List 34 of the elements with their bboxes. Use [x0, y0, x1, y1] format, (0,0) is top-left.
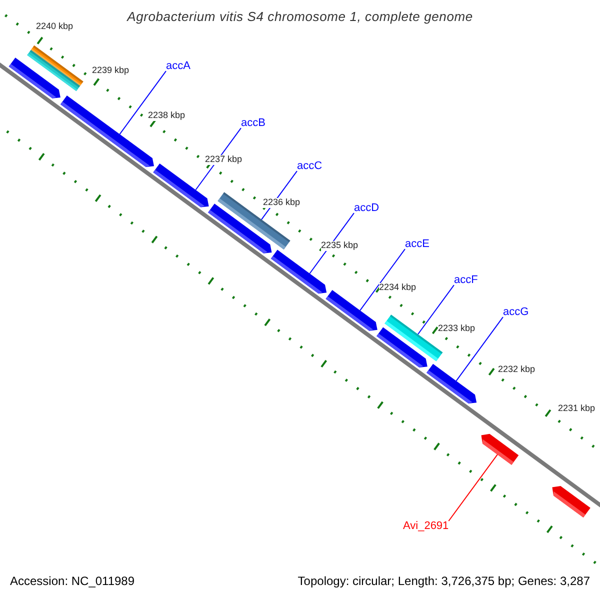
scale-label: 2234 kbp: [379, 283, 416, 293]
gene-label: accG: [503, 306, 529, 318]
feature-bar: [27, 50, 80, 92]
scale-label: 2238 kbp: [148, 111, 186, 121]
gene-label: accA: [166, 60, 190, 72]
scale-label: 2235 kbp: [321, 241, 358, 251]
scale-label: 2233 kbp: [438, 324, 476, 334]
scale-label: 2240 kbp: [36, 22, 74, 32]
gene-label: accB: [241, 117, 266, 130]
scale-label: 2237 kbp: [205, 155, 242, 165]
gene-feature: [270, 250, 327, 294]
scale-label: 2239 kbp: [92, 66, 130, 76]
scale-label: 2236 kbp: [263, 198, 300, 208]
gene-label: accF: [454, 274, 478, 286]
gene-label: Avi_2691: [403, 520, 449, 532]
scale-label: 2232 kbp: [498, 365, 536, 375]
title: Agrobacterium vitis S4 chromosome 1, complete genome: [126, 10, 474, 24]
gene-feature: [376, 327, 428, 368]
leader-line: [456, 316, 504, 382]
gene-label: accD: [354, 202, 380, 214]
gene-feature: [426, 364, 477, 404]
leader-line: [119, 70, 166, 135]
gene-feature: [481, 434, 519, 465]
gene-feature: [326, 290, 378, 331]
scale-label: 2231 kbp: [558, 404, 596, 414]
gene-feature: [153, 163, 209, 208]
genome-info-text: Topology: circular; Length: 3,726,375 bp; Genes: 3,287: [298, 575, 590, 588]
leader-line: [417, 284, 454, 335]
leader-line: [360, 248, 406, 311]
gene-label: accE: [405, 238, 430, 250]
accession-text: Accession: NC_011989: [10, 575, 135, 588]
gene-label: accC: [297, 160, 322, 172]
leader-line: [448, 454, 498, 522]
gene-feature: [552, 486, 590, 518]
